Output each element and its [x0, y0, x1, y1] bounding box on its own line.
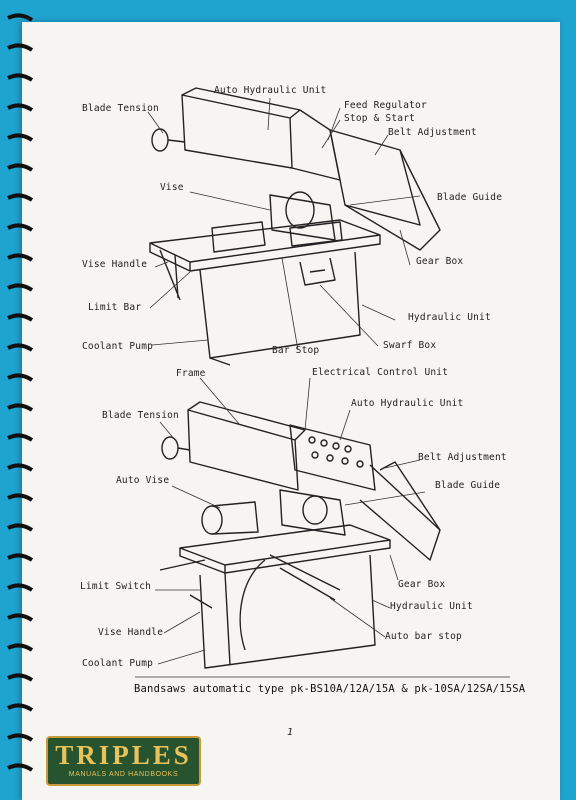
label-coolant-pump: Coolant Pump: [82, 341, 154, 352]
label-limit-bar: Limit Bar: [88, 302, 142, 313]
label-hydraulic-unit: Hydraulic Unit: [408, 312, 491, 323]
label-swarf-box: Swarf Box: [383, 340, 437, 351]
label-belt-adjustment-2: Belt Adjustment: [418, 452, 507, 463]
label-hydraulic-unit-2: Hydraulic Unit: [390, 601, 473, 612]
label-belt-adjustment: Belt Adjustment: [388, 127, 477, 138]
label-blade-tension-2: Blade Tension: [102, 410, 179, 421]
figure-caption: Bandsaws automatic type pk-BS10A/12A/15A…: [134, 683, 526, 695]
label-blade-tension: Blade Tension: [82, 103, 159, 114]
spiral-binding: [7, 13, 34, 772]
label-stop-start: Stop & Start: [344, 113, 416, 124]
label-coolant-pump-2: Coolant Pump: [82, 658, 154, 669]
label-blade-guide: Blade Guide: [437, 192, 503, 203]
label-limit-switch: Limit Switch: [80, 581, 152, 592]
label-gear-box: Gear Box: [416, 256, 464, 267]
triples-logo: TRIPLES MANUALS AND HANDBOOKS: [46, 736, 201, 786]
label-vise: Vise: [160, 182, 184, 193]
page-number: 1: [287, 727, 294, 738]
label-gear-box-2: Gear Box: [398, 579, 446, 590]
label-electrical-control-unit: Electrical Control Unit: [312, 367, 449, 378]
logo-sub-text: MANUALS AND HANDBOOKS: [68, 771, 179, 778]
label-feed-regulator: Feed Regulator: [344, 100, 427, 111]
label-vise-handle: Vise Handle: [82, 259, 148, 270]
label-vise-handle-2: Vise Handle: [98, 627, 164, 638]
label-auto-bar-stop: Auto bar stop: [385, 631, 462, 642]
label-auto-vise: Auto Vise: [116, 475, 170, 486]
label-bar-stop: Bar Stop: [272, 345, 320, 356]
label-blade-guide-2: Blade Guide: [435, 480, 501, 491]
label-frame: Frame: [176, 368, 206, 379]
label-auto-hydraulic-unit-2: Auto Hydraulic Unit: [351, 398, 464, 409]
logo-main-text: TRIPLES: [55, 740, 192, 770]
label-auto-hydraulic-unit: Auto Hydraulic Unit: [214, 85, 327, 96]
